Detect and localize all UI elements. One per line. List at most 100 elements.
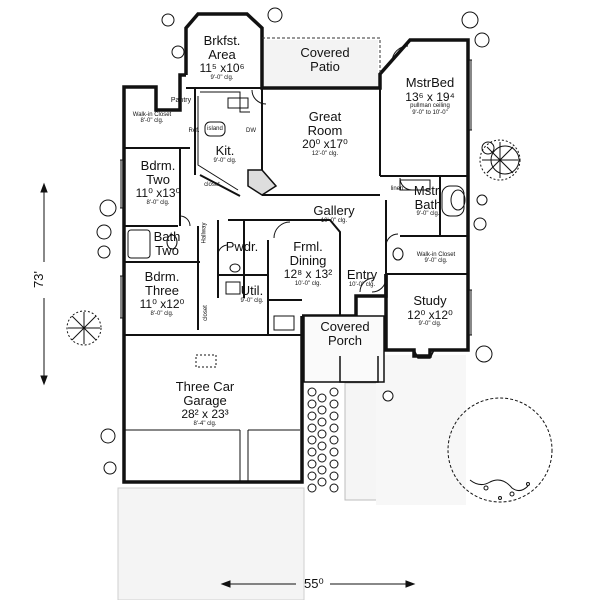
patio-name-2: Patio: [310, 58, 340, 74]
kitchen-counters: [197, 91, 250, 191]
linen-label: linen: [390, 186, 404, 192]
walkin-closet-left-label: Walk-in Closet 8'-0" clg.: [126, 112, 178, 125]
garage-dims: 28² x 23³: [181, 407, 229, 422]
mstrbath-name-2: Bath: [414, 196, 442, 212]
brkfst-ceiling: 9'-0" clg.: [210, 74, 234, 81]
walkin-left-2: 8'-0" clg.: [140, 118, 164, 125]
closet-util-label: closet: [202, 305, 209, 321]
util-name: Util.: [240, 283, 264, 298]
study-label: Study 12⁰ x12⁰ 9'-0" clg.: [402, 294, 458, 328]
entry-name: Entry: [346, 267, 378, 282]
great-dims: 20⁰ x17⁰: [302, 137, 348, 152]
closet-label: closet: [204, 182, 220, 188]
gallery-ceiling: 10'-0" clg.: [320, 217, 348, 224]
pwdr-name: Pwdr.: [225, 239, 259, 254]
porch-steps: [339, 356, 379, 383]
bath2-name-1: Bath: [153, 229, 181, 244]
patio-outline: [262, 37, 381, 74]
garage-ceiling: 8'-4" clg.: [193, 420, 217, 427]
entry-ceiling: 10'-0" clg.: [348, 281, 376, 288]
bdrm2-dims: 11⁰ x13⁰: [135, 186, 181, 201]
large-tree: [447, 397, 553, 503]
util-label: Util. 9'-0" clg.: [236, 284, 268, 304]
great-ceiling: 12'-0" clg.: [311, 150, 339, 157]
ref-label: Ref.: [188, 128, 200, 134]
walkin-left-1: Walk-in Closet: [132, 112, 172, 118]
driveway: [117, 487, 305, 600]
dining-name-1: Frml.: [293, 239, 323, 254]
porch-name-1: Covered: [320, 319, 370, 334]
bath2-name-2: Two: [155, 242, 179, 258]
mstrbath-name-1: Mstr.: [413, 183, 443, 198]
front-lawn: [376, 355, 466, 505]
bdrm-two-label: Bdrm. Two 11⁰ x13⁰ 8'-0" clg.: [134, 159, 182, 206]
hallway-label: Hallway: [201, 222, 208, 244]
hedge-row: [307, 387, 339, 493]
width-dimension: 55⁰: [304, 576, 324, 591]
fireplace: [247, 169, 278, 196]
study-bay: [413, 349, 435, 359]
garage-name-1: Three Car: [175, 379, 235, 394]
brkfst-name-1: Brkfst.: [203, 33, 241, 48]
walkin-right-2: 9'-0" clg.: [424, 258, 448, 265]
dining-label: Frml. Dining 12⁸ x 13² 10'-0" clg.: [282, 240, 334, 287]
dining-dims: 12⁸ x 13²: [283, 267, 333, 282]
kit-ceiling: 9'-0" clg.: [213, 157, 237, 164]
bdrm3-name-1: Bdrm.: [144, 269, 180, 284]
bdrm3-name-2: Three: [145, 282, 179, 298]
walkin-closet-right-label: Walk-in Closet 9'-0" clg.: [408, 252, 464, 265]
mstrbed-dims: 13⁶ x 19⁴: [405, 89, 455, 104]
mstrbath-ceiling: 9'-0" clg.: [416, 211, 440, 218]
island-label: island: [207, 126, 223, 132]
mstrbed-ceiling-2: 9'-0" to 10'-0": [412, 109, 448, 116]
bath-two-label: Bath Two: [150, 230, 184, 257]
brkfst-label: Brkfst. Area 11⁵ x10⁶ 9'-0" clg.: [196, 34, 248, 81]
brkfst-dims: 11⁵ x10⁶: [199, 61, 245, 76]
great-name-2: Room: [307, 122, 343, 138]
kitchen-label: Kit. 9'-0" clg.: [208, 144, 242, 164]
study-dims: 12⁰ x12⁰: [407, 307, 453, 322]
tree-right-top: [479, 139, 521, 181]
mstr-bath-label: Mstr. Bath 9'-0" clg.: [408, 184, 448, 218]
dimension-lines: [40, 182, 416, 588]
patio-label: Covered Patio: [290, 46, 360, 73]
porch-label: Covered Porch: [308, 320, 382, 347]
entry-label: Entry 10'-0" clg.: [342, 268, 382, 288]
garage-details: [124, 354, 300, 482]
study-ceiling: 9'-0" clg.: [418, 321, 442, 328]
depth-dimension: 73': [30, 271, 46, 288]
great-name-1: Great: [308, 109, 342, 124]
walkin-right-1: Walk-in Closet: [416, 252, 456, 258]
study-name: Study: [413, 293, 447, 308]
patio-floor: [264, 40, 378, 86]
bath-fixtures: [127, 179, 466, 331]
bdrm2-ceiling: 8'-0" clg.: [146, 199, 170, 206]
gallery-name: Gallery: [313, 203, 355, 218]
brkfst-name-2: Area: [208, 46, 236, 62]
pwdr-label: Pwdr.: [220, 240, 264, 254]
garage-name-2: Garage: [183, 392, 227, 408]
bdrm3-dims: 11⁰ x12⁰: [139, 297, 185, 312]
bdrm-three-label: Bdrm. Three 11⁰ x12⁰ 8'-0" clg.: [134, 270, 190, 317]
mstrbed-label: MstrBed 13⁶ x 19⁴ pullman ceiling 9'-0" …: [392, 76, 468, 116]
great-room-label: Great Room 20⁰ x17⁰ 12'-0" clg.: [290, 110, 360, 157]
bdrm3-ceiling: 8'-0" clg.: [150, 310, 174, 317]
kit-name: Kit.: [215, 143, 235, 158]
windows: [120, 59, 472, 336]
mstrbed-ceiling-1: pullman ceiling: [410, 103, 450, 110]
dining-ceiling: 10'-0" clg.: [294, 280, 322, 287]
porch-name-2: Porch: [328, 332, 362, 348]
gallery-label: Gallery 10'-0" clg.: [306, 204, 362, 224]
patio-name-1: Covered: [300, 45, 350, 60]
front-walkway: [344, 382, 378, 501]
dw-label: DW: [246, 128, 256, 134]
bdrm2-name-2: Two: [146, 171, 170, 187]
mstrbed-name: MstrBed: [405, 75, 455, 90]
pantry-label: Pantry: [170, 97, 192, 104]
tree-left: [66, 310, 102, 346]
dining-name-2: Dining: [289, 252, 327, 268]
garage-label: Three Car Garage 28² x 23³ 8'-4" clg.: [150, 380, 260, 427]
interior-walls: [124, 87, 468, 336]
bdrm2-name-1: Bdrm.: [140, 158, 176, 173]
